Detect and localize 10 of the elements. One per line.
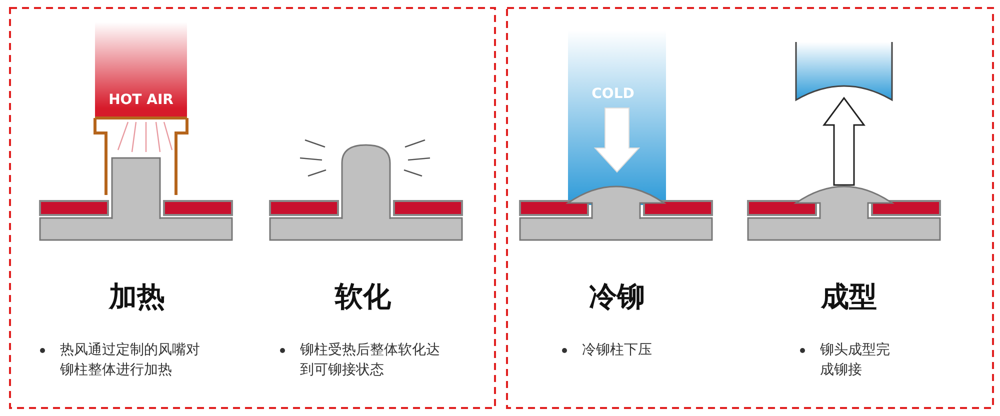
step-title: 软化: [335, 279, 391, 315]
step-description: 铆柱受热后整体软化达到可铆接状态: [300, 341, 441, 380]
step-title: 冷铆: [589, 279, 645, 315]
step-title: 成型: [821, 279, 877, 315]
nozzle-label: HOT AIR: [108, 92, 174, 108]
step-description: 铆头成型完成铆接: [820, 341, 891, 380]
tube-label: COLD: [592, 86, 634, 102]
step-description: 热风通过定制的风嘴对铆柱整体进行加热: [60, 341, 201, 380]
step-title: 加热: [109, 279, 165, 315]
step-description: 冷铆柱下压: [582, 341, 653, 360]
